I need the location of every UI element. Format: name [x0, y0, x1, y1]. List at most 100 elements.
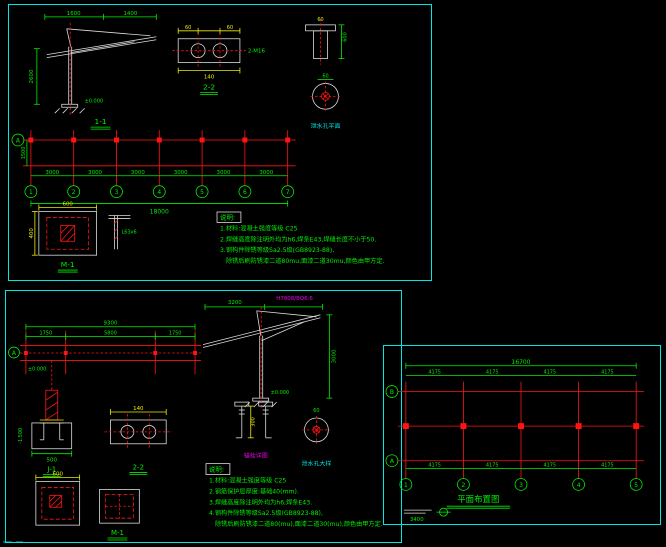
grid-bubble-label: 7 [286, 189, 290, 196]
plan-total-dim [30, 200, 289, 207]
dim-text: 3000 [174, 170, 188, 176]
p1-column-detail-dim [338, 24, 345, 60]
sheet-3-frame: 16700 4175 4175 4175 4175 4175 4175 4175… [383, 345, 661, 525]
sheet-1-drawing: 1 600 1400 2600 ±0.000 1-1 [11, 11, 385, 273]
grid-bubble-label: 5 [200, 189, 204, 196]
drawing-title-underline [446, 505, 511, 509]
dim-text: 1400 [123, 11, 137, 17]
p1-section-structure [46, 28, 157, 114]
p2-anchor-detail: 300 锚栓详图 [234, 401, 274, 460]
view-label-underline [57, 269, 78, 273]
view-label: 1-1 [94, 117, 106, 126]
dim-text: 60 [322, 73, 328, 79]
row-bubble-label: A [12, 350, 17, 357]
footing-column-hatch [45, 389, 59, 421]
level-text: ±0.000 [28, 366, 46, 372]
row-bubble-label: A [16, 138, 21, 145]
dim-text: 1750 [39, 331, 52, 337]
strip-band [19, 330, 202, 375]
p2-detail-2-2-centerlines [104, 414, 173, 450]
p1-section-dim-lines [33, 13, 157, 105]
p1-drain-detail: 60 泄水孔平面 [310, 73, 341, 130]
dim-text: 4175 [543, 463, 556, 469]
angle-hatch [114, 220, 118, 240]
notes-title-box [216, 211, 242, 223]
dim-text: 1750 [169, 331, 182, 337]
level-text: ±0.000 [85, 98, 103, 104]
anchor-bolts [234, 401, 274, 439]
sheet-3-drawing: 16700 4175 4175 4175 4175 4175 4175 4175… [385, 359, 645, 523]
p1-m1-detail: 600 400 M-1 [29, 202, 97, 273]
p3-corner-detail: 3400 [403, 507, 451, 523]
p1-framing-plan: 3000 3000 3000 3000 3000 3000 1 2 3 4 5 … [11, 130, 296, 215]
dim-text: 60 [227, 25, 233, 31]
detail-title: 锚栓详图 [244, 452, 268, 460]
grid-bubble-label: 3 [519, 482, 523, 489]
row-bubble-label: A [390, 458, 395, 465]
p1-detail-2-2-centerlines [172, 32, 246, 69]
notes-line: 说明: [209, 465, 224, 474]
notes-line: 2.钢筋保护层厚度:基础40(mm). [209, 487, 299, 495]
p3-bubbles [385, 385, 643, 491]
level-text: ±0.000 [271, 390, 289, 396]
notes-line: 说明: [220, 212, 235, 221]
detail-title: 泄水孔平面 [311, 122, 341, 130]
view-label-underline [200, 91, 219, 95]
sheet-2-frame: 3200 H7808/BQ6.6 3000 ±0.000 [5, 290, 402, 543]
dim-text: 4175 [428, 463, 441, 469]
p1-angle-detail: L63x6 [108, 215, 137, 250]
dim-text: 140 [133, 406, 144, 412]
dim-text: 4175 [428, 370, 441, 376]
grid-bubble-label: 3 [115, 189, 119, 196]
dim-text: 2600 [29, 69, 35, 83]
level-text: -1.500 [18, 428, 24, 444]
strip-dim-lines [25, 323, 196, 340]
view-label: J-1 [46, 466, 56, 474]
p2-elevation-strip: 1750 5800 1750 9300 A ±0.000 [8, 321, 202, 391]
dim-text: 16700 [512, 359, 531, 366]
dim-text: 3000 [88, 170, 102, 176]
p1-column-detail: 600 60 [305, 17, 348, 65]
dim-text: 500 [47, 458, 58, 464]
dim-text: 3000 [259, 170, 273, 176]
drawing-title: 平面布置图 [457, 494, 499, 504]
dim-text: 4175 [486, 370, 499, 376]
row-bubble [8, 346, 20, 359]
sheet-2-drawing: 3200 H7808/BQ6.6 3000 ±0.000 [8, 296, 383, 541]
drain-centerlines [302, 416, 331, 444]
dim-text: 3400 [410, 517, 424, 523]
corner-detail-lines [403, 509, 432, 514]
view-label: M-1 [111, 529, 124, 537]
dim-text: 140 [204, 74, 215, 80]
dim-text: 60 [317, 17, 323, 23]
p2-footing-detail: 500 -1.500 J-1 [18, 389, 73, 477]
footing-bolts-and-pad [31, 422, 73, 450]
p3-column-marks [402, 423, 640, 430]
grid-bubble-label: 4 [577, 482, 581, 489]
grid-bubble-label: 1 [29, 189, 33, 196]
p2-notes: 说明: 1.材料:混凝土强度等级 C25 2.钢筋保护层厚度:基础40(mm).… [205, 463, 383, 528]
dim-text: 3000 [331, 349, 337, 363]
strip-column-marks [23, 351, 198, 355]
p1-section-view: 1600 1400 2600 ±0.000 1-1 [29, 11, 157, 130]
grid-bubble-label: 1 [404, 482, 408, 489]
p2-detail-2-2: 140 2-2 [104, 406, 173, 475]
dim-text: 1500 [21, 147, 27, 160]
dim-text: 600 [342, 32, 348, 41]
p3-plan: 16700 4175 4175 4175 4175 4175 4175 4175… [385, 359, 645, 491]
detail-title: 泄水孔大样 [302, 460, 332, 468]
p3-dim-lines [405, 362, 637, 470]
grid-bubble-label: 6 [243, 189, 247, 196]
notes-line: 除锈后刷防锈漆二道80mu,面漆二道30mu,颜色由甲方定. [226, 257, 385, 265]
m1-dims [31, 204, 97, 256]
grid-bubble-label: 4 [157, 189, 161, 196]
dim-text: 4175 [601, 370, 614, 376]
p2-detail-2-2-dim [110, 409, 167, 416]
anchor-dim [247, 405, 254, 439]
p3-title-block: 平面布置图 [446, 494, 511, 509]
p2-drain-detail: 60 泄水孔大样 [302, 408, 332, 468]
plan-bubbles [11, 133, 295, 198]
notes-line: 4.钢构件除锈等级Sa2.5级(GB8923-88), [209, 509, 323, 517]
m1-hatch [49, 494, 63, 508]
dim-text: 3000 [131, 170, 145, 176]
